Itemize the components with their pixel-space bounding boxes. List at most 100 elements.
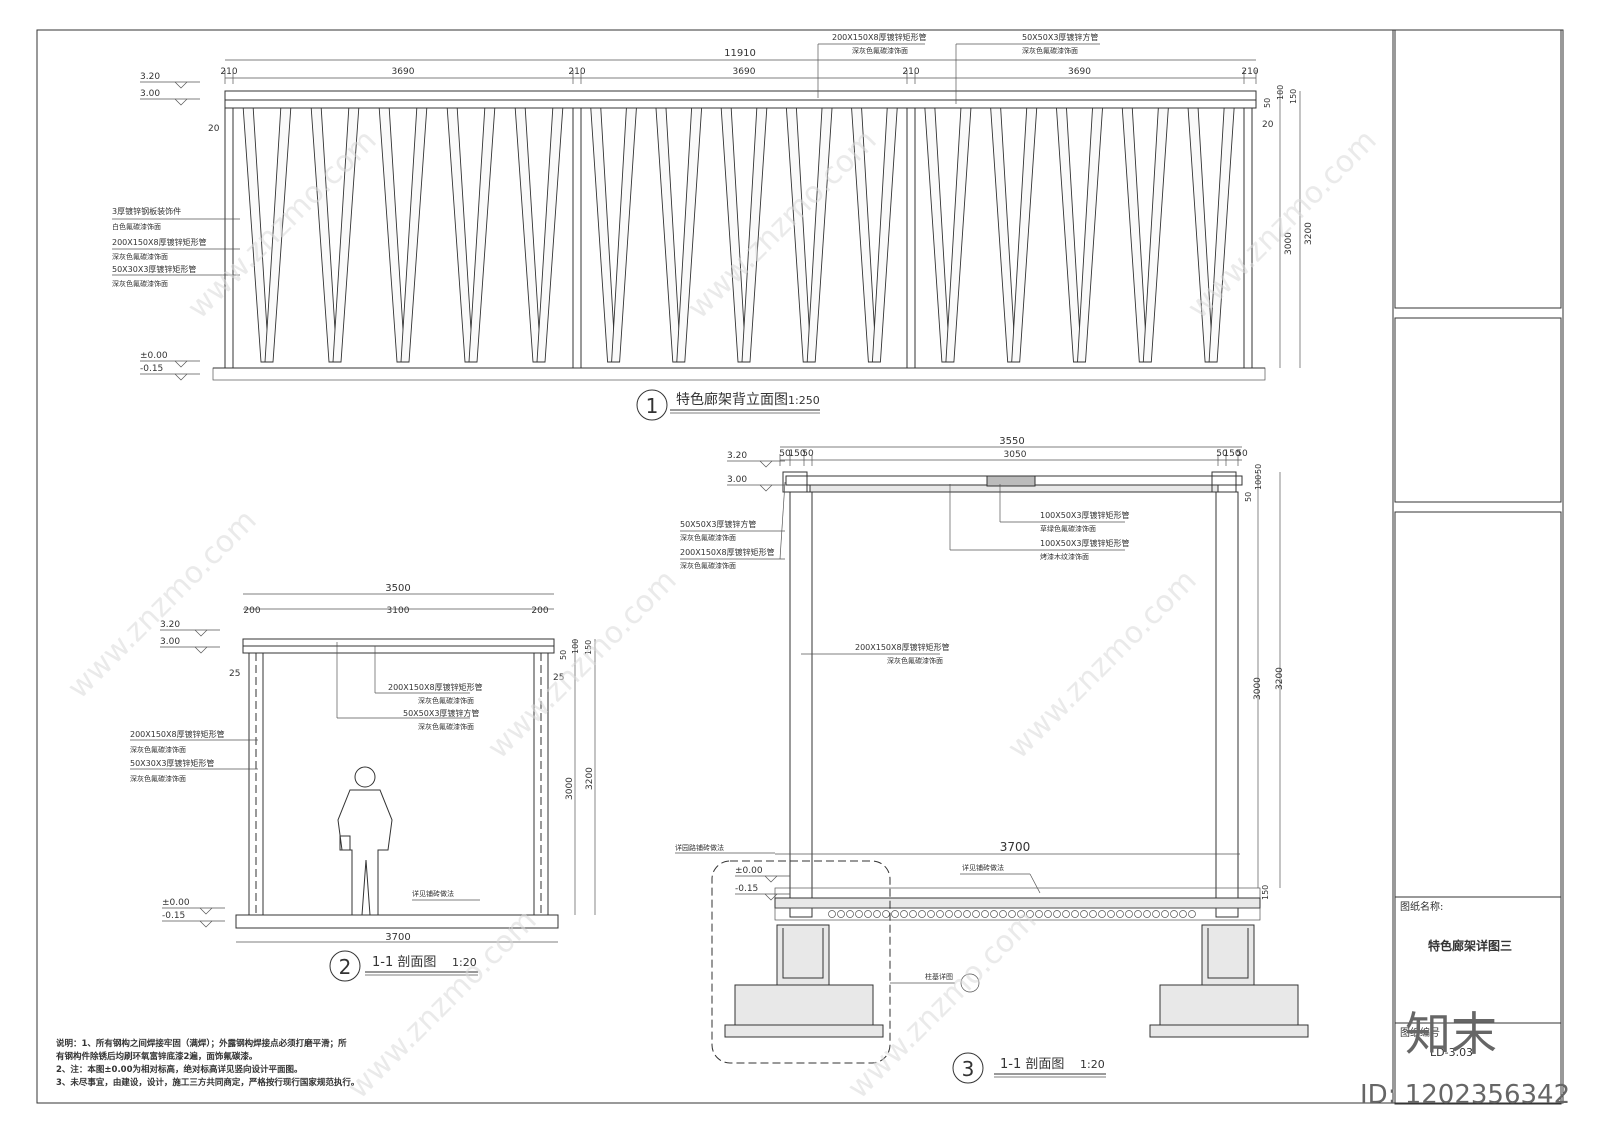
- s2-rdim-4: 3200: [585, 767, 595, 790]
- dim-20-right: 20: [1262, 120, 1274, 130]
- s2-mid-note-3: 深灰色氟碳漆饰面: [418, 722, 474, 731]
- elevation-level-marks: 3.20 3.00 ±0.00 -0.15 20 20: [140, 72, 1274, 381]
- s2-left-note-0: 200X150X8厚镀锌矩形管: [130, 729, 225, 739]
- s3-paving-note-2: 详见铺砖做法: [962, 863, 1004, 872]
- s3-level-300: 3.00: [727, 475, 747, 485]
- section2-title: 1-1 剖面图: [372, 955, 436, 970]
- level-320: 3.20: [140, 72, 160, 82]
- slat-29: [1208, 107, 1235, 363]
- watermark-id: ID: 1202356342: [1360, 1080, 1570, 1110]
- s2-left-note-3: 深灰色氟碳漆饰面: [130, 774, 186, 783]
- section2-top-total: 3500: [385, 583, 410, 594]
- elev-rdim-3: 3000: [1284, 232, 1294, 255]
- elevation-total-dim: 11910: [724, 48, 756, 59]
- s3-level-m015: -0.15: [735, 884, 758, 894]
- elev-rdim-0: 100: [1276, 85, 1285, 100]
- slat-8: [514, 107, 542, 363]
- slat-9: [536, 107, 564, 363]
- s3-rdim-1: 100: [1254, 475, 1263, 490]
- s3-seg-dim-5: 150: [1223, 449, 1240, 459]
- footing-right: [1149, 924, 1309, 1038]
- elevation-seg-dim-6: 210: [1241, 67, 1258, 77]
- s3-seg-dim-6: 50: [1236, 449, 1248, 459]
- watermark-text-7: www.znzmo.com: [341, 903, 544, 1106]
- section2-seg-0: 200: [243, 606, 260, 616]
- slat-19: [871, 107, 898, 363]
- s3-paving-note-1: 详园路铺砖做法: [675, 843, 724, 852]
- s2-rdim-0: 100: [571, 639, 580, 654]
- slat-28: [1187, 107, 1214, 363]
- elevation-seg-dim-2: 210: [568, 67, 585, 77]
- elev-note-4: 50X30X3厚镀锌矩形管: [112, 264, 196, 274]
- s3-right-note-1: 草绿色氟碳漆饰面: [1040, 524, 1096, 533]
- s3-base-note: 柱基详图: [925, 972, 953, 981]
- outer-frame: [36, 29, 1564, 1104]
- note-line-1: 有钢构件除锈后均刷环氧富锌底漆2遍，面饰氟碳漆。: [56, 1051, 257, 1062]
- s3-rdim-3: 3000: [1253, 677, 1263, 700]
- s3-level-320: 3.20: [727, 451, 747, 461]
- elevation-top-callout-1b: 深灰色氟碳漆饰面: [852, 46, 908, 55]
- elevation-top-callout-1: 200X150X8厚镀锌矩形管: [832, 32, 927, 42]
- note-line-0: 说明：1、所有钢构之间焊接牢固（满焊）；外露钢构焊接点必须打磨平滑；所: [56, 1038, 347, 1049]
- titleblock-box-3: [1394, 511, 1562, 1105]
- slat-1: [264, 107, 292, 363]
- elevation-beam-2: [224, 99, 1257, 109]
- s3-rdim-2: 50: [1244, 492, 1253, 502]
- section-2-view: 3500 200 3100 200 3700 25 25 100 50 150 …: [130, 583, 596, 982]
- s3-right-note-2: 100X50X3厚镀锌矩形管: [1040, 538, 1130, 548]
- elev-note-5: 深灰色氟碳漆饰面: [112, 279, 168, 288]
- elev-rdim-4: 3200: [1304, 222, 1314, 245]
- dim-20-left: 20: [208, 124, 220, 134]
- elevation-seg-dim-4: 210: [902, 67, 919, 77]
- s2-level-320: 3.20: [160, 620, 180, 630]
- elevation-top-callout-2: 50X50X3厚镀锌方管: [1022, 32, 1098, 42]
- s2-level-m015: -0.15: [162, 911, 185, 921]
- elev-note-2: 200X150X8厚镀锌矩形管: [112, 237, 207, 247]
- section3-title: 1-1 剖面图: [1000, 1057, 1064, 1072]
- elevation-seg-dim-5: 3690: [1068, 67, 1091, 77]
- s3-seg-dim-3: 3050: [1004, 450, 1027, 460]
- section2-seg-2: 200: [531, 606, 548, 616]
- slat-22: [990, 107, 1017, 363]
- s3-left-note-2: 200X150X8厚镀锌矩形管: [680, 547, 775, 557]
- slat-15: [741, 107, 768, 363]
- s3-seg-dim-1: 150: [788, 449, 805, 459]
- level-m015: -0.15: [140, 364, 163, 374]
- slat-24: [1055, 107, 1082, 363]
- s3-seg-dim-0: 50: [779, 449, 791, 459]
- section2-bottom-dim: 3700: [385, 932, 410, 943]
- slat-10: [590, 107, 617, 363]
- watermark-text-3: www.znzmo.com: [1181, 123, 1384, 326]
- slat-7: [468, 107, 496, 363]
- slat-4: [378, 107, 406, 363]
- slat-13: [676, 107, 703, 363]
- s3-seg-dim-2: 50: [802, 449, 814, 459]
- s3-right-note-3: 烤漆木纹漆饰面: [1040, 552, 1089, 561]
- section2-d25-right: 25: [553, 673, 564, 683]
- s3-level-000: ±0.00: [735, 866, 763, 876]
- s2-rdim-1: 50: [559, 650, 568, 660]
- slat-27: [1142, 107, 1169, 363]
- watermark-text-2: www.znzmo.com: [681, 123, 884, 326]
- elevation-scale: 1:250: [788, 394, 820, 407]
- s3-rdim-5: 150: [1261, 885, 1270, 900]
- s2-rdim-3: 3000: [565, 777, 575, 800]
- s3-mid-note-1: 深灰色氟碳漆饰面: [887, 656, 943, 665]
- watermark-text-5: www.znzmo.com: [481, 563, 684, 766]
- level-300: 3.00: [140, 89, 160, 99]
- section2-ground: [235, 914, 559, 929]
- slat-26: [1121, 107, 1148, 363]
- watermark-text-6: www.znzmo.com: [1001, 563, 1204, 766]
- elevation-ground: [212, 367, 1266, 381]
- elevation-column-3: [906, 107, 916, 369]
- elevation-seg-dim-3: 3690: [733, 67, 756, 77]
- s2-mid-note-1: 深灰色氟碳漆饰面: [418, 696, 474, 705]
- slat-3: [332, 107, 360, 363]
- s2-mid-note-0: 200X150X8厚镀锌矩形管: [388, 682, 483, 692]
- titleblock-box-1: [1394, 29, 1562, 309]
- elev-note-1: 白色氟碳漆饰面: [112, 222, 161, 231]
